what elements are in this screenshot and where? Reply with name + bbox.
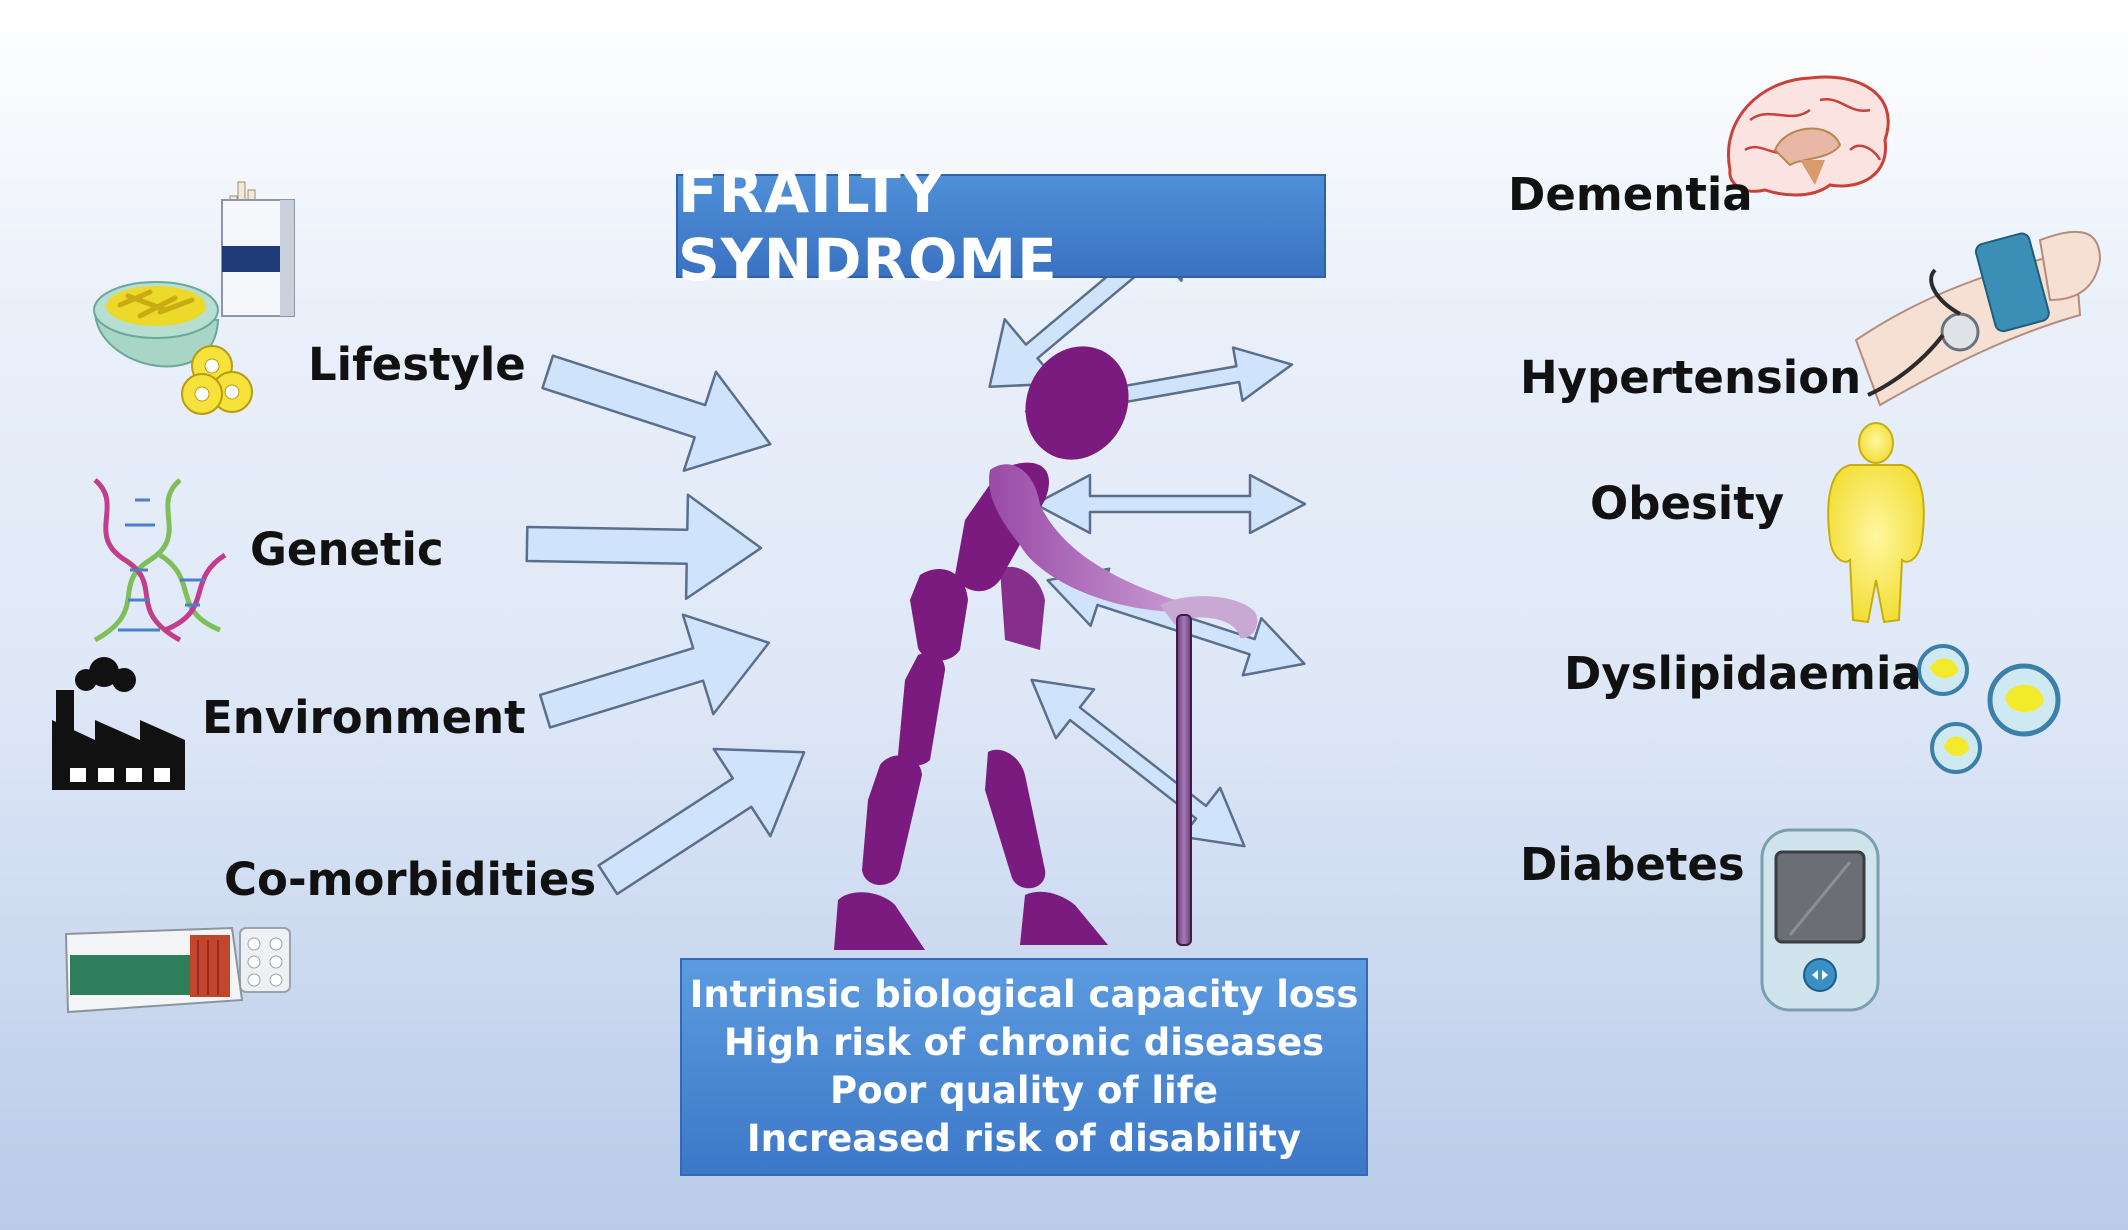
cause-label-genetic: Genetic xyxy=(250,523,444,576)
figure-shin-back xyxy=(862,755,922,885)
medicine-box-icon xyxy=(64,926,291,1014)
elderly-figure-icon xyxy=(834,346,1258,950)
figure-thigh xyxy=(910,568,968,661)
arrow-comorbidities xyxy=(597,747,806,896)
title-box: FRAILTY SYNDROME xyxy=(676,158,1326,294)
cause-arrows xyxy=(525,354,806,896)
condition-label-diabetes: Diabetes xyxy=(1520,838,1745,891)
cane-handle xyxy=(1160,596,1258,639)
figure-arm xyxy=(989,464,1183,612)
diagram-title: FRAILTY SYNDROME xyxy=(678,158,1058,294)
cigarette-pack-icon xyxy=(221,181,295,317)
blood-pressure-cuff-icon xyxy=(1854,230,2102,407)
fries-bowl-icon xyxy=(93,281,220,368)
cause-label-lifestyle: Lifestyle xyxy=(308,338,526,391)
figure-foot-back xyxy=(834,892,925,950)
arrow-genetic xyxy=(525,493,763,600)
condition-label-obesity: Obesity xyxy=(1590,477,1785,530)
effect-disability-risk: Increased risk of disability xyxy=(746,1117,1302,1160)
factory-icon xyxy=(52,657,185,790)
arrow-diabetes xyxy=(1030,678,1246,848)
cane-shaft xyxy=(1176,614,1192,946)
brain-icon xyxy=(1727,75,1890,197)
arrow-environment xyxy=(538,613,771,729)
dna-icon xyxy=(93,478,227,643)
figure-shin-front xyxy=(985,749,1046,889)
glucose-meter-icon xyxy=(1760,828,1880,1012)
condition-label-dyslipidaemia: Dyslipidaemia xyxy=(1564,647,1922,700)
effect-chronic-disease-risk: High risk of chronic diseases xyxy=(723,1021,1325,1064)
cause-label-comorbidities: Co-morbidities xyxy=(224,853,597,906)
figure-foot-front xyxy=(1020,891,1108,945)
obese-body-icon xyxy=(1827,422,1925,624)
effect-quality-of-life: Poor quality of life xyxy=(830,1069,1218,1112)
donut-icon xyxy=(181,345,253,415)
figure-head xyxy=(1025,346,1129,460)
arrow-lifestyle xyxy=(541,354,772,472)
cause-label-environment: Environment xyxy=(202,691,526,744)
effects-box: Intrinsic biological capacity loss High … xyxy=(680,958,1368,1176)
effect-capacity-loss: Intrinsic biological capacity loss xyxy=(689,973,1359,1016)
figure-knee xyxy=(898,653,945,766)
condition-label-hypertension: Hypertension xyxy=(1520,351,1862,404)
figure-thigh-front xyxy=(1000,566,1045,650)
lipoprotein-icon xyxy=(1917,644,2061,774)
arrow-obesity xyxy=(1033,473,1307,535)
condition-label-dementia: Dementia xyxy=(1508,168,1753,221)
